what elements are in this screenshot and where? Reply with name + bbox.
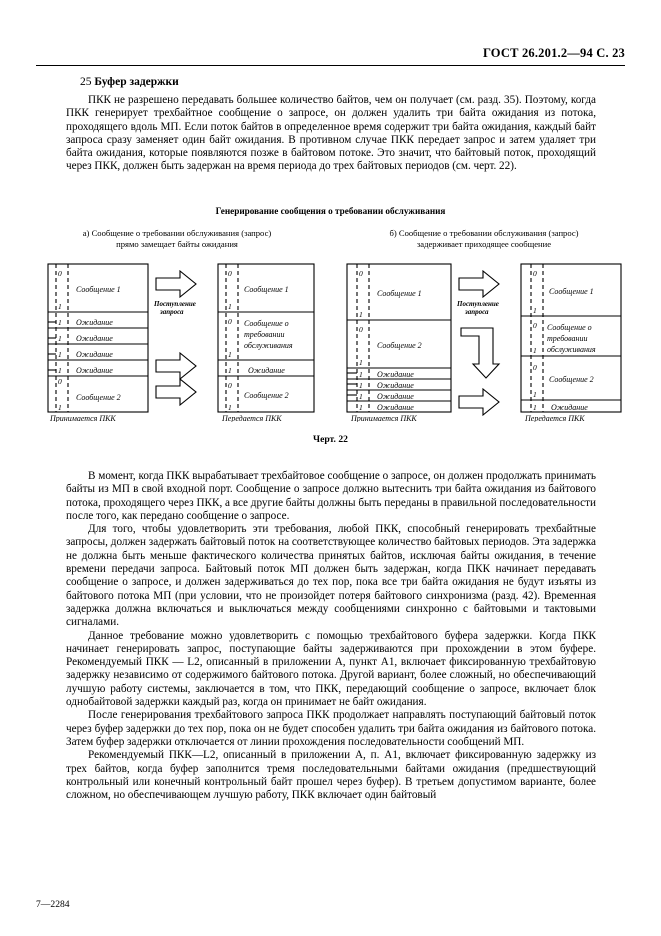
svg-text:0: 0 <box>533 269 537 278</box>
svg-text:1: 1 <box>533 306 537 315</box>
panel-b-left-caption: Принимается ПКК <box>350 414 417 422</box>
svg-text:Сообщение о: Сообщение о <box>244 319 289 328</box>
svg-text:0: 0 <box>228 269 232 278</box>
panel-b-arrow-label-1: Поступление <box>456 300 499 308</box>
page-content-lower: В момент, когда ПКК вырабатывает трехбай… <box>66 470 596 802</box>
svg-text:обслуживания: обслуживания <box>547 345 596 354</box>
svg-text:Ожидание: Ожидание <box>377 392 414 401</box>
svg-text:1: 1 <box>228 366 232 375</box>
figure-panel-b: б) Сообщение о требовании обслуживания (… <box>343 228 625 422</box>
svg-text:Ожидание: Ожидание <box>248 366 285 375</box>
panel-a-arrow-label-1: Поступление <box>153 300 196 308</box>
svg-text:1: 1 <box>533 390 537 399</box>
panel-a-caption-line2: прямо замещает байты ожидания <box>116 238 238 249</box>
flow-arrow <box>458 269 501 417</box>
svg-text:обслуживания: обслуживания <box>244 341 293 350</box>
svg-text:0: 0 <box>228 317 232 326</box>
svg-text:0: 0 <box>533 321 537 330</box>
svg-text:Ожидание: Ожидание <box>76 366 113 375</box>
flow-arrow <box>155 269 197 407</box>
svg-text:Сообщение 1: Сообщение 1 <box>244 285 289 294</box>
svg-text:1: 1 <box>58 318 62 327</box>
panel-b-arrow-label-2: запроса <box>464 308 489 316</box>
svg-text:Ожидание: Ожидание <box>377 370 414 379</box>
panel-a-diagram: Поступление запроса 0 1 1 1 1 1 0 1 Сообщени… <box>47 263 315 422</box>
paragraph-5: После генерирования трехбайтового запрос… <box>66 709 596 748</box>
svg-text:0: 0 <box>533 363 537 372</box>
section-heading: 25 Буфер задержки <box>66 76 596 88</box>
svg-text:Ожидание: Ожидание <box>551 403 588 412</box>
panel-b-right-caption: Передается ПКК <box>524 414 585 422</box>
svg-text:1: 1 <box>58 350 62 359</box>
page-content: 25 Буфер задержки ПКК не разрешено перед… <box>66 76 596 174</box>
paragraph-4: Данное требование можно удовлетворить с … <box>66 629 596 709</box>
panel-b-caption: б) Сообщение о требовании обслуживания (… <box>343 228 625 250</box>
panel-a-arrow-label-2: запроса <box>159 308 184 316</box>
svg-text:0: 0 <box>359 325 363 334</box>
svg-text:требовании: требовании <box>244 330 285 339</box>
svg-text:Сообщение 1: Сообщение 1 <box>377 289 422 298</box>
svg-text:Сообщение 2: Сообщение 2 <box>244 391 289 400</box>
panel-a-caption: а) Сообщение о требовании обслуживания (… <box>36 228 318 250</box>
svg-text:1: 1 <box>359 358 363 367</box>
svg-text:Сообщение 2: Сообщение 2 <box>76 393 121 402</box>
panel-a-caption-line1: Сообщение о требовании обслуживания (зап… <box>91 228 272 238</box>
figure-title: Генерирование сообщения о требовании обс… <box>215 206 446 216</box>
panel-b-label: б) <box>389 228 397 238</box>
svg-text:1: 1 <box>533 403 537 412</box>
svg-text:Ожидание: Ожидание <box>76 334 113 343</box>
svg-text:Сообщение 2: Сообщение 2 <box>377 341 422 350</box>
figure-panels: а) Сообщение о требовании обслуживания (… <box>36 228 625 422</box>
svg-text:Сообщение 1: Сообщение 1 <box>76 285 121 294</box>
svg-text:Ожидание: Ожидание <box>76 318 113 327</box>
svg-text:1: 1 <box>359 381 363 390</box>
svg-text:1: 1 <box>228 350 232 359</box>
svg-text:1: 1 <box>359 310 363 319</box>
svg-text:1: 1 <box>533 346 537 355</box>
svg-text:1: 1 <box>359 392 363 401</box>
svg-text:1: 1 <box>58 334 62 343</box>
panel-a-left-caption: Принимается ПКК <box>49 414 116 422</box>
svg-text:Ожидание: Ожидание <box>76 350 113 359</box>
svg-text:Сообщение 2: Сообщение 2 <box>549 375 594 384</box>
page-footer-signature: 7—2284 <box>36 899 70 910</box>
paragraph-1: ПКК не разрешено передавать большее коли… <box>66 94 596 173</box>
svg-text:Ожидание: Ожидание <box>377 381 414 390</box>
svg-text:1: 1 <box>228 302 232 311</box>
page-header: ГОСТ 26.201.2—94 С. 23 <box>36 40 625 66</box>
section-title-text: Буфер задержки <box>94 76 179 88</box>
section-number: 25 <box>80 76 92 88</box>
figure-22: Генерирование сообщения о требовании обс… <box>36 206 625 445</box>
paragraph-6: Рекомендуемый ПКК—L2, описанный в прилож… <box>66 749 596 802</box>
svg-text:Сообщение о: Сообщение о <box>547 323 592 332</box>
svg-text:1: 1 <box>359 403 363 412</box>
standard-designation: ГОСТ 26.201.2—94 С. 23 <box>482 46 625 60</box>
svg-text:0: 0 <box>228 381 232 390</box>
svg-text:0: 0 <box>58 269 62 278</box>
panel-a-label: а) <box>82 228 90 238</box>
svg-text:требовании: требовании <box>547 334 588 343</box>
svg-text:1: 1 <box>58 403 62 412</box>
svg-text:1: 1 <box>58 366 62 375</box>
panel-b-diagram: Поступление запроса 0 1 0 1 1 1 1 1 Сообщени… <box>346 263 622 422</box>
svg-text:1: 1 <box>58 302 62 311</box>
panel-a-right-caption: Передается ПКК <box>221 414 282 422</box>
panel-b-caption-line1: Сообщение о требовании обслуживания (зап… <box>398 228 579 238</box>
svg-text:0: 0 <box>58 377 62 386</box>
svg-text:Сообщение 1: Сообщение 1 <box>549 287 594 296</box>
figure-panel-a: а) Сообщение о требовании обслуживания (… <box>36 228 318 422</box>
paragraph-3: Для того, чтобы удовлетворить эти требов… <box>66 523 596 629</box>
svg-text:0: 0 <box>359 269 363 278</box>
svg-text:1: 1 <box>228 403 232 412</box>
panel-b-caption-line2: задерживает приходящее сообщение <box>416 238 552 249</box>
svg-text:1: 1 <box>359 370 363 379</box>
svg-text:Ожидание: Ожидание <box>377 403 414 412</box>
paragraph-2: В момент, когда ПКК вырабатывает трехбай… <box>66 470 596 522</box>
figure-caption: Черт. 22 <box>313 434 348 445</box>
